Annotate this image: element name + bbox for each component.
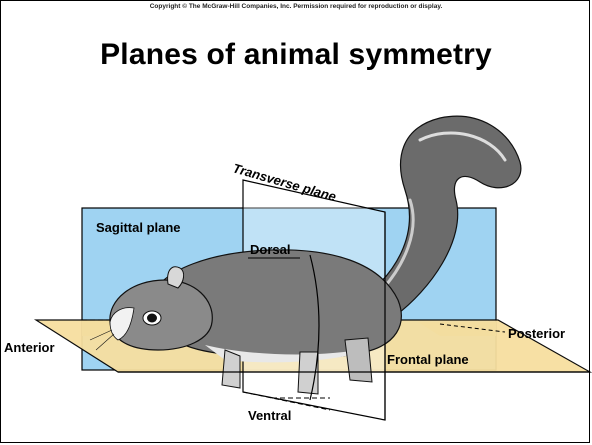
sagittal-plane-label: Sagittal plane: [96, 220, 181, 235]
ventral-label: Ventral: [248, 408, 291, 423]
dorsal-label: Dorsal: [250, 242, 290, 257]
anterior-label: Anterior: [4, 340, 55, 355]
posterior-label: Posterior: [508, 326, 565, 341]
frontal-plane-label: Frontal plane: [387, 352, 469, 367]
